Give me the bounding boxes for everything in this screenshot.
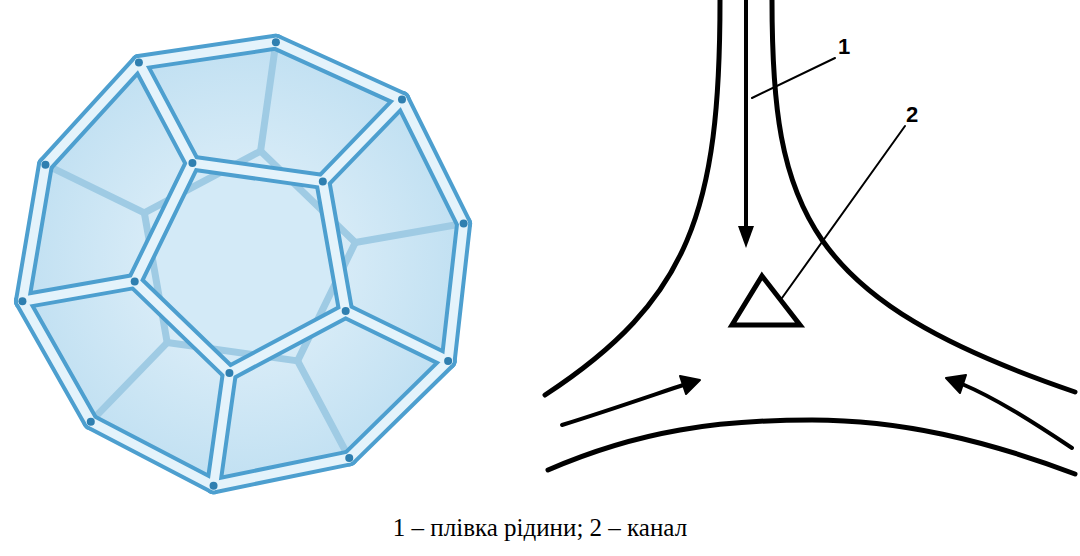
strut-node bbox=[210, 482, 218, 490]
strut bbox=[135, 281, 230, 372]
cell-body bbox=[22, 42, 463, 486]
strut bbox=[349, 361, 448, 458]
strut-edge bbox=[91, 422, 214, 486]
strut bbox=[45, 62, 138, 164]
strut-node bbox=[135, 58, 143, 66]
strut-node bbox=[131, 277, 139, 285]
back-strut bbox=[298, 361, 350, 458]
back-strut bbox=[45, 165, 144, 213]
strut bbox=[346, 311, 448, 361]
strut-node bbox=[342, 307, 350, 315]
strut-node bbox=[319, 177, 327, 185]
strut bbox=[214, 373, 230, 486]
back-strut bbox=[91, 343, 167, 422]
strut-edge bbox=[323, 181, 346, 311]
strut-edge bbox=[22, 165, 45, 302]
strut-edge bbox=[229, 311, 345, 373]
strut-edge bbox=[448, 223, 463, 361]
strut bbox=[323, 181, 346, 311]
figure-caption: 1 – плівка рідини; 2 – канал bbox=[393, 514, 687, 542]
strut-edge bbox=[349, 361, 448, 458]
strut bbox=[91, 422, 214, 486]
strut-node bbox=[188, 159, 196, 167]
back-strut bbox=[261, 42, 276, 151]
strut-edge bbox=[45, 62, 138, 164]
strut-edge bbox=[214, 373, 230, 486]
callout-number: 2 bbox=[906, 104, 918, 126]
strut bbox=[402, 99, 464, 223]
strut-node bbox=[272, 38, 280, 46]
strut-edge bbox=[323, 99, 402, 181]
strut bbox=[323, 99, 402, 181]
strut bbox=[229, 311, 345, 373]
strut-node bbox=[345, 454, 353, 462]
strut bbox=[448, 223, 463, 361]
strut-node bbox=[398, 95, 406, 103]
strut-node bbox=[444, 357, 452, 365]
strut-edge bbox=[135, 163, 193, 281]
back-strut bbox=[355, 223, 463, 242]
strut bbox=[22, 165, 45, 302]
strut-edge bbox=[139, 62, 193, 163]
plateau-border bbox=[545, 0, 1075, 474]
strut-edge bbox=[276, 42, 402, 99]
strut bbox=[192, 163, 322, 181]
strut-node bbox=[41, 161, 49, 169]
strut-edge bbox=[346, 311, 448, 361]
strut-node bbox=[87, 418, 95, 426]
strut-edge bbox=[22, 301, 90, 421]
strut-edge bbox=[192, 163, 322, 181]
strut-edge bbox=[214, 458, 350, 486]
strut-node bbox=[18, 297, 26, 305]
strut-node bbox=[460, 219, 468, 227]
strut-edge bbox=[22, 281, 134, 301]
strut-edge bbox=[135, 281, 230, 372]
cell-face bbox=[135, 163, 346, 373]
strut bbox=[135, 163, 193, 281]
strut bbox=[22, 301, 90, 421]
strut bbox=[276, 42, 402, 99]
strut-edge bbox=[139, 42, 276, 62]
strut bbox=[22, 281, 134, 301]
strut bbox=[214, 458, 350, 486]
callout-number: 1 bbox=[838, 36, 850, 58]
strut bbox=[139, 62, 193, 163]
strut bbox=[139, 42, 276, 62]
strut-edge bbox=[402, 99, 464, 223]
strut-node bbox=[225, 369, 233, 377]
foam-cell bbox=[18, 38, 467, 490]
